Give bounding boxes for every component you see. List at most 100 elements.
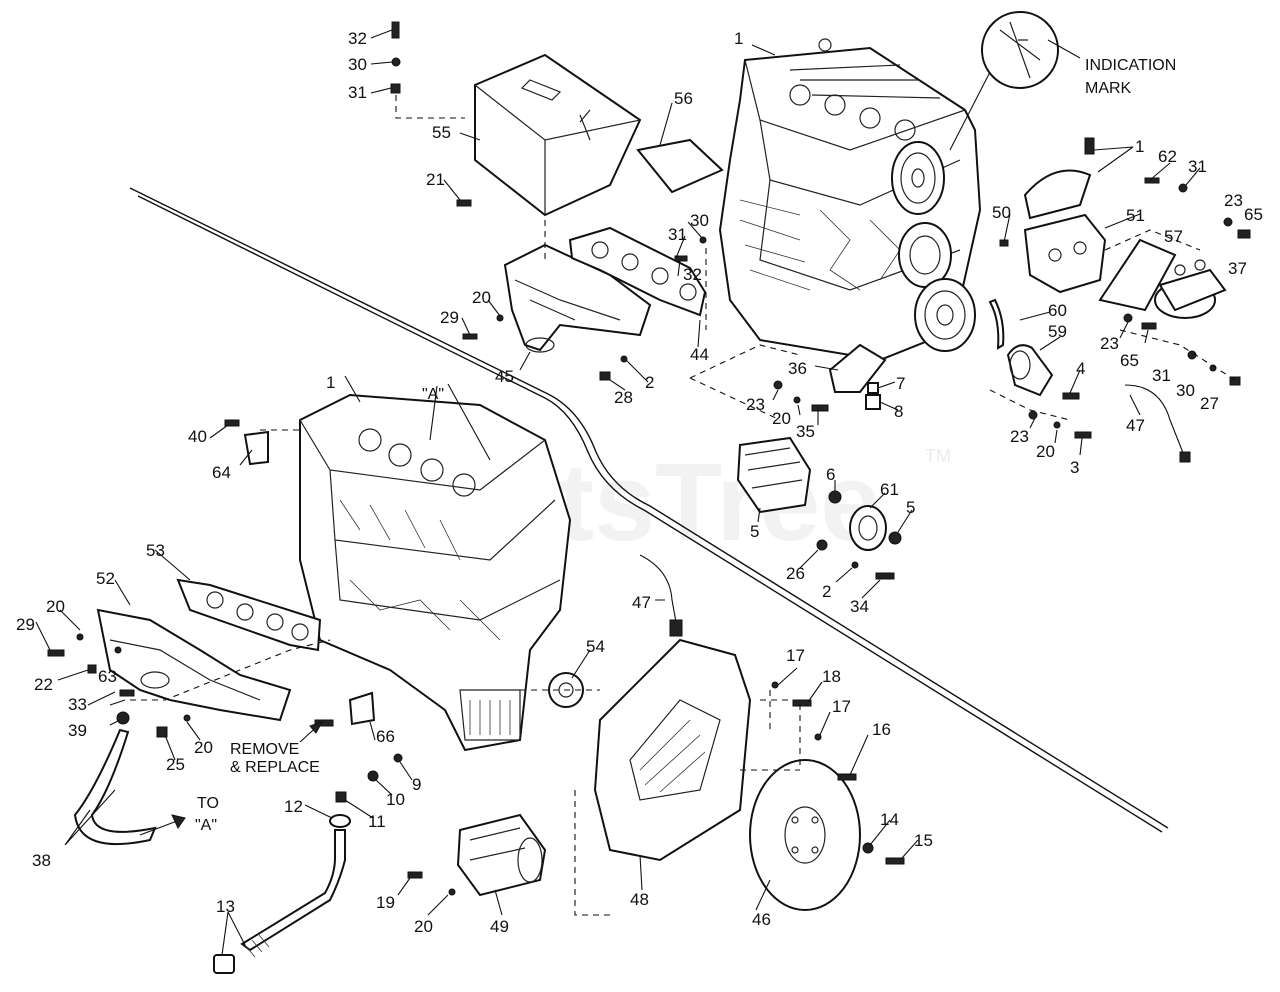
to-a-line1: TO [197,795,219,812]
hardware-set [47,21,1251,896]
callout-35: 35 [796,422,815,441]
callout-36: 36 [788,359,807,378]
callout-1: 1 [734,29,743,48]
indication-mark-line2: MARK [1085,80,1132,97]
callout-49: 49 [490,917,509,936]
callout-23: 23 [1010,427,1029,446]
callout-23: 23 [746,395,765,414]
fitting-12 [329,814,351,828]
callout-5: 5 [750,522,759,541]
drain-hose-13 [213,829,346,974]
callout-11: 11 [368,812,386,831]
callout-31: 31 [1188,157,1207,176]
heat-shield-plate-56 [636,138,724,194]
callout-15: 15 [914,831,933,850]
callout-38: 38 [32,851,51,870]
callout-65: 65 [1244,205,1263,224]
callout-20: 20 [414,917,433,936]
callout-numbers: 32 30 31 55 56 21 30 31 32 20 29 45 44 2… [16,29,1263,936]
callout-5: 5 [906,498,915,517]
callout-52: 52 [96,569,115,588]
callout-1: 1 [326,373,335,392]
callout-17: 17 [786,646,805,665]
starter-relay-37 [1154,259,1227,319]
remove-replace-line1: REMOVE [230,741,299,758]
callout-21: 21 [426,170,445,189]
thermostat-housing-59 [1006,344,1054,397]
callout-2: 2 [822,582,831,601]
callout-14: 14 [880,810,899,829]
timing-cover-1 [1023,169,1092,220]
lower-engine-block [299,393,572,752]
exhaust-gasket-lower [176,578,322,652]
gasket-60 [988,298,1005,350]
callout-64: 64 [212,463,231,482]
bracket-51 [1023,213,1107,294]
callout-23: 23 [1100,334,1119,353]
callout-16: 16 [872,720,891,739]
callout-1: 1 [1135,137,1144,156]
callout-23: 23 [1224,191,1243,210]
callout-19: 19 [376,893,395,912]
callout-30: 30 [690,211,709,230]
remove-replace-line2: & REPLACE [230,759,320,776]
callout-28: 28 [614,388,633,407]
callout-7: 7 [896,374,905,393]
callout-33: 33 [68,695,87,714]
callout-2: 2 [645,373,654,392]
callout-63: 63 [98,667,117,686]
bracket-66 [348,691,376,726]
callout-55: 55 [432,123,451,142]
callout-56: 56 [674,89,693,108]
callout-32: 32 [348,29,367,48]
exhaust-shield-hot [474,53,642,217]
callout-50: 50 [992,203,1011,222]
assembly-guides [130,95,1236,916]
callout-47: 47 [1126,416,1145,435]
o2-sensor-47-upper [1124,384,1191,463]
callout-37: 37 [1228,259,1247,278]
arrow-to-a [139,814,186,836]
callout-30: 30 [1176,381,1195,400]
arrow-remove-replace [299,721,324,743]
callout-3: 3 [1070,458,1079,477]
callout-66: 66 [376,727,395,746]
callout-45: 45 [495,367,514,386]
section-line [129,187,1169,829]
callout-leaders [35,29,1201,956]
callout-47: 47 [632,593,651,612]
callout-20: 20 [194,738,213,757]
callout-10: 10 [386,790,405,809]
pulley-61 [849,505,887,551]
callout-60: 60 [1048,301,1067,320]
section-line-inner [137,195,1163,833]
callout-8: 8 [894,402,903,421]
watermark-trademark: TM [925,446,951,466]
sensor-47-lower [639,554,683,637]
callout-40: 40 [188,427,207,446]
callout-46: 46 [752,910,771,929]
sensor-8 [865,382,881,410]
callout-13: 13 [216,897,235,916]
callout-9: 9 [412,775,421,794]
hose-38 [73,728,157,846]
callout-61: 61 [880,480,899,499]
callout-32: 32 [683,265,702,284]
view-a-label: "A" [422,386,444,403]
callout-12: 12 [284,797,303,816]
magnifier-circle [949,11,1081,151]
callout-27: 27 [1200,394,1219,413]
callout-48: 48 [630,890,649,909]
callout-20: 20 [46,597,65,616]
exhaust-manifold-lower [96,608,292,722]
callout-20: 20 [472,288,491,307]
flywheel-housing-48 [593,638,752,862]
callout-39: 39 [68,721,87,740]
bracket-64 [243,430,269,466]
callout-31: 31 [668,225,687,244]
to-a-line2: "A" [195,817,217,834]
exhaust-gasket-upper [568,226,707,317]
callout-53: 53 [146,541,165,560]
